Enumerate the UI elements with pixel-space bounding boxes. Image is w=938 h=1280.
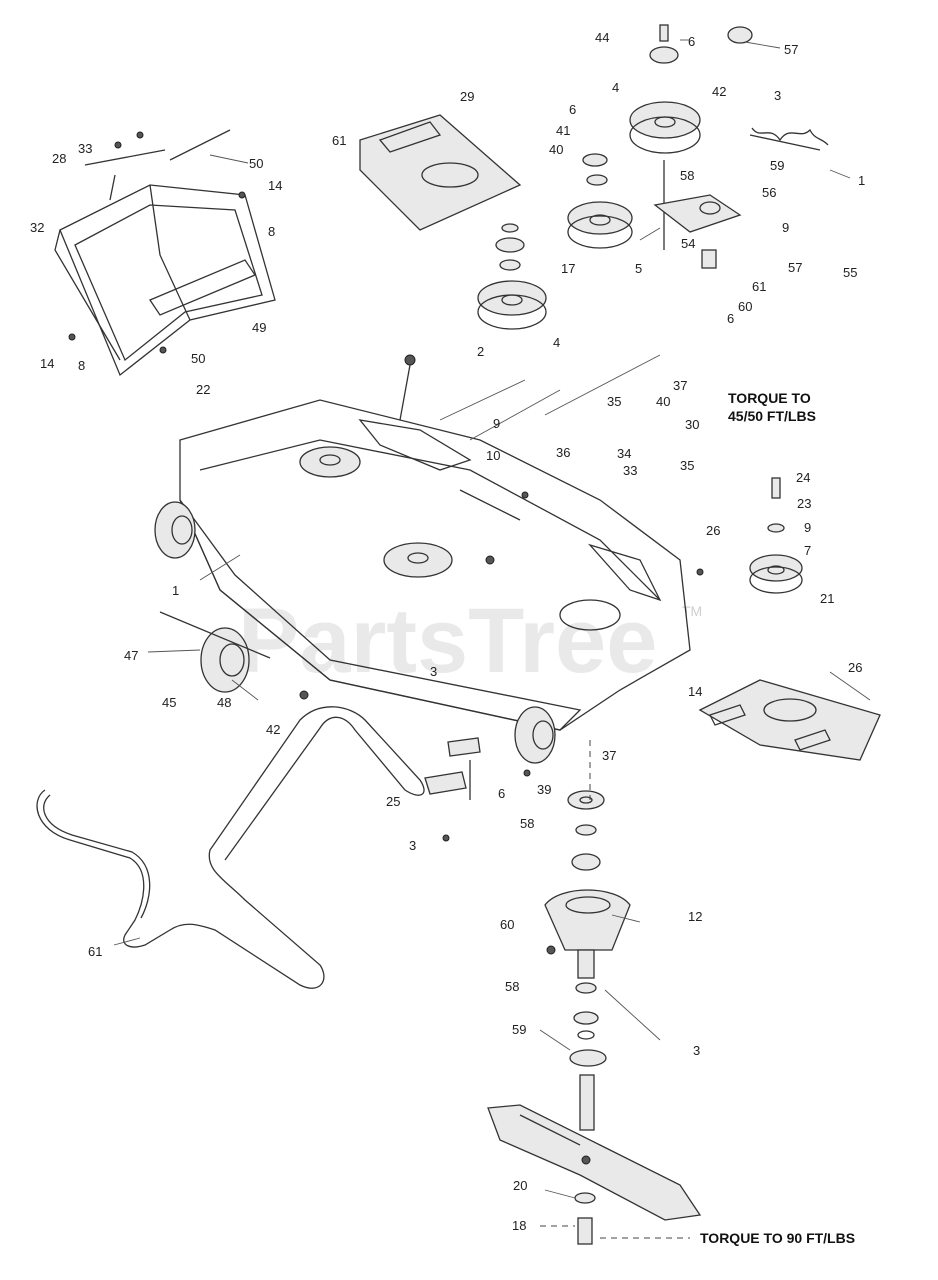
callout-label: 20: [513, 1178, 527, 1193]
callout-label: 42: [712, 84, 726, 99]
discharge-chute-assembly: [54, 129, 276, 377]
callout-label: 32: [30, 220, 44, 235]
callout-label: 58: [505, 979, 519, 994]
callout-label: 3: [774, 88, 781, 103]
callout-label: 10: [486, 448, 500, 463]
callout-label: 61: [332, 133, 346, 148]
drive-belt: [36, 706, 425, 989]
callout-label: 14: [268, 178, 282, 193]
callout-label: 14: [40, 356, 54, 371]
callout-label: 6: [688, 34, 695, 49]
callout-label: 21: [820, 591, 834, 606]
mower-deck-body: [179, 354, 704, 731]
callout-label: 58: [680, 168, 694, 183]
pulley-cover: [359, 114, 522, 231]
spindle-pulley-set: [477, 153, 633, 330]
callout-label: 50: [249, 156, 263, 171]
callout-label: 26: [706, 523, 720, 538]
callout-label: 9: [804, 520, 811, 535]
callout-label: 26: [848, 660, 862, 675]
callout-label: 9: [782, 220, 789, 235]
small-parts-center: [424, 737, 531, 842]
callout-label: 5: [635, 261, 642, 276]
watermark: PartsTree: [238, 590, 657, 692]
callout-label: 7: [804, 543, 811, 558]
callout-label: 18: [512, 1218, 526, 1233]
callout-label: 50: [191, 351, 205, 366]
spindle-assembly: [544, 790, 631, 1131]
callout-label: 49: [252, 320, 266, 335]
idler-pulley-stack: [629, 24, 829, 269]
callout-label: 23: [797, 496, 811, 511]
callout-label: 37: [673, 378, 687, 393]
callout-label: 4: [553, 335, 560, 350]
callout-label: 8: [78, 358, 85, 373]
callout-label: 2: [477, 344, 484, 359]
callout-label: 42: [266, 722, 280, 737]
callout-label: 60: [738, 299, 752, 314]
callout-label: 59: [770, 158, 784, 173]
gauge-wheels: [154, 501, 556, 764]
callout-label: 37: [602, 748, 616, 763]
watermark-trademark: TM: [682, 603, 702, 619]
callout-label: 14: [688, 684, 702, 699]
callout-label: 28: [52, 151, 66, 166]
callout-label: 33: [623, 463, 637, 478]
callout-label: 47: [124, 648, 138, 663]
callout-label: 48: [217, 695, 231, 710]
callout-label: 30: [685, 417, 699, 432]
callout-label: 9: [493, 416, 500, 431]
callout-label: 6: [569, 102, 576, 117]
callout-label: 58: [520, 816, 534, 831]
callout-label: 1: [172, 583, 179, 598]
callout-label: 24: [796, 470, 810, 485]
callout-label: 1: [858, 173, 865, 188]
idler-pulley-right: [749, 477, 803, 594]
mower-blade: [487, 1104, 702, 1245]
callout-label: 3: [430, 664, 437, 679]
callout-label: 17: [561, 261, 575, 276]
callout-label: 33: [78, 141, 92, 156]
leader-lines: [113, 39, 871, 1199]
callout-label: 45: [162, 695, 176, 710]
torque-note-pulley-line2: 45/50 FT/LBS: [728, 408, 816, 424]
callout-label: 6: [498, 786, 505, 801]
callout-label: 29: [460, 89, 474, 104]
callout-label: 40: [656, 394, 670, 409]
callout-label: 57: [784, 42, 798, 57]
callout-label: 61: [752, 279, 766, 294]
callout-label: 34: [617, 446, 631, 461]
callout-label: 36: [556, 445, 570, 460]
callout-label: 54: [681, 236, 695, 251]
guide-lines: [439, 354, 690, 1239]
callout-label: 39: [537, 782, 551, 797]
callout-label: 35: [607, 394, 621, 409]
callout-label: 35: [680, 458, 694, 473]
callout-label: 3: [409, 838, 416, 853]
callout-label: 22: [196, 382, 210, 397]
callout-label: 44: [595, 30, 609, 45]
callout-label: 59: [512, 1022, 526, 1037]
callout-label: 12: [688, 909, 702, 924]
callout-label: 4: [612, 80, 619, 95]
right-pulley-cover: [698, 679, 881, 761]
callout-labels: 44 6 57 3 4 42 6 41 59 1 40 58 56 9 55 5…: [30, 30, 865, 1233]
callout-label: 61: [88, 944, 102, 959]
callout-label: 55: [843, 265, 857, 280]
callout-label: 6: [727, 311, 734, 326]
callout-label: 25: [386, 794, 400, 809]
callout-label: 60: [500, 917, 514, 932]
torque-note-blade: TORQUE TO 90 FT/LBS: [700, 1230, 855, 1246]
callout-label: 57: [788, 260, 802, 275]
torque-note-pulley-line1: TORQUE TO: [728, 390, 811, 406]
callout-label: 3: [693, 1043, 700, 1058]
callout-label: 8: [268, 224, 275, 239]
callout-label: 40: [549, 142, 563, 157]
callout-label: 56: [762, 185, 776, 200]
callout-label: 41: [556, 123, 570, 138]
